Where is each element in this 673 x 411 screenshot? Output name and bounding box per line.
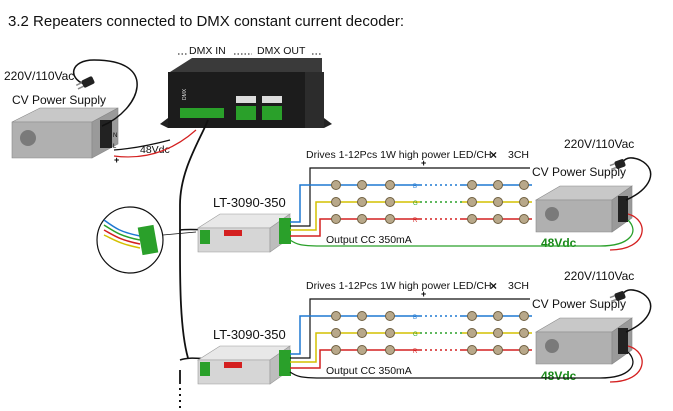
repeater-2-ac-plug — [609, 291, 626, 303]
dmx-out-label: DMX OUT — [257, 45, 306, 57]
repeater-2-input-terminal — [200, 362, 210, 376]
dmx-out-port — [262, 106, 282, 120]
repeater-2-device — [196, 345, 291, 385]
repeater-1-times-symbol: × — [490, 148, 498, 162]
repeater-1-48v-green-wire — [289, 219, 634, 247]
repeater-2-drives-text: Drives 1-12Pcs 1W high power LED/CH — [306, 280, 492, 292]
repeater-1-channels: 3CH — [508, 149, 530, 161]
left-ac-plug — [75, 76, 95, 90]
wire-connection-detail — [96, 206, 197, 274]
repeater-1-output-text: Output CC 350mA — [326, 234, 412, 246]
repeater-1-blue-channel — [290, 184, 532, 223]
left-supply-voltage: 220V/110Vac — [4, 69, 75, 83]
repeater-1-model: LT-3090-350 — [213, 195, 286, 210]
dmx-decoder: DMX — [160, 58, 332, 128]
repeater-2-48v-red-wire — [609, 345, 643, 383]
repeater-2-output-terminal — [279, 350, 291, 376]
repeater-2-supply-voltage: 220V/110Vac — [564, 269, 635, 283]
dmx-chain-cable — [179, 119, 209, 359]
repeater-2-power-supply — [534, 317, 633, 365]
svg-text:+: + — [421, 158, 426, 168]
dmx-in-label: DMX IN — [189, 45, 226, 57]
repeater-1-ac-plug — [609, 159, 626, 171]
svg-text:G: G — [413, 332, 418, 338]
repeater-2-output-text: Output CC 350mA — [326, 365, 412, 377]
repeater-1-input-terminal — [200, 230, 210, 244]
repeater-1-device — [196, 213, 291, 253]
dmx-in-port — [236, 106, 256, 120]
left-supply-name: CV Power Supply — [12, 93, 107, 107]
svg-text:+: + — [421, 289, 426, 299]
left-supply-black-wire — [113, 139, 171, 151]
repeater-1-ac-cable — [621, 157, 652, 201]
svg-text:DMX: DMX — [182, 88, 188, 100]
repeater-1-drives-text: Drives 1-12Pcs 1W high power LED/CH — [306, 149, 492, 161]
left-supply-terminal-plus: + — [114, 155, 119, 165]
dmx-decoder-terminal — [180, 108, 224, 118]
repeater-2-model: LT-3090-350 — [213, 327, 286, 342]
repeater-2-ac-cable — [621, 289, 652, 333]
left-supply-red-wire — [113, 129, 197, 158]
left-ac-cable — [73, 59, 138, 127]
repeater-2-channels: 3CH — [508, 280, 530, 292]
repeater-1-supply-voltage: 220V/110Vac — [564, 137, 635, 151]
repeater-1-power-supply — [534, 185, 633, 233]
repeater-1-supply-name: CV Power Supply — [532, 165, 627, 179]
repeater-1-48v-red-wire — [609, 213, 643, 251]
repeater-2-48v-black-wire — [289, 351, 634, 379]
repeater-2-times-symbol: × — [490, 279, 498, 293]
svg-text:B: B — [413, 315, 417, 321]
repeater-2-supply-name: CV Power Supply — [532, 297, 627, 311]
left-supply-terminal-n: N — [113, 133, 117, 139]
repeater-2-supply-output: 48Vdc — [541, 369, 577, 383]
repeater-1-led-wiring: + B G R — [290, 158, 532, 237]
left-supply-terminal-l: L — [113, 144, 117, 150]
section-heading: 3.2 Repeaters connected to DMX constant … — [8, 13, 405, 30]
left-supply-output: 48Vdc — [140, 144, 170, 156]
svg-text:R: R — [413, 349, 418, 355]
svg-text:R: R — [413, 218, 418, 224]
repeater-2-led-wiring: + B G R — [290, 289, 532, 369]
svg-text:B: B — [413, 184, 417, 190]
left-power-supply — [11, 107, 119, 159]
repeater-2-blue-channel — [290, 315, 532, 355]
svg-text:G: G — [413, 201, 418, 207]
repeater-1-output-terminal — [279, 218, 291, 244]
